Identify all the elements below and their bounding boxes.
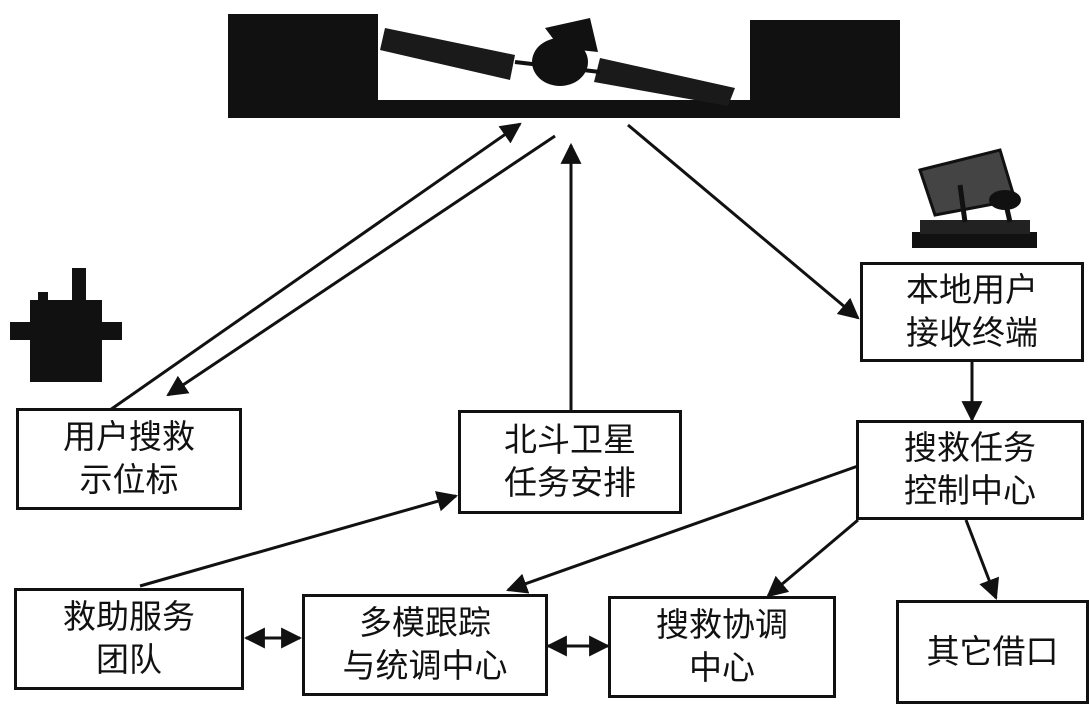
node-beacon: 用户搜救 示位标	[16, 408, 242, 510]
node-label-line1: 本地用户	[906, 270, 1038, 310]
arrow-beacon-to-satellite	[109, 122, 522, 412]
arrow-control-to-other	[964, 519, 1000, 600]
node-label-line2: 中心	[689, 648, 755, 687]
node-local-terminal: 本地用户 接收终端	[860, 262, 1084, 362]
satellite-icon	[228, 14, 900, 118]
arrow-control-to-tracking	[506, 464, 859, 594]
node-label-line1: 搜救协调	[656, 605, 788, 645]
node-label-line1: 救助服务	[63, 597, 195, 637]
arrow-satellite-to-beacon	[166, 134, 556, 397]
node-tracking-center: 多模跟踪 与统调中心	[302, 594, 548, 696]
node-other-interfaces: 其它借口	[896, 600, 1089, 704]
node-label-line2: 与统调中心	[342, 646, 508, 685]
node-label-line1: 其它借口	[926, 631, 1059, 671]
node-label-line2: 接收终端	[906, 313, 1038, 352]
node-label-line1: 用户搜救	[63, 417, 195, 457]
node-label-line2: 控制中心	[904, 471, 1036, 510]
node-label-line1: 搜救任务	[904, 428, 1036, 468]
node-sar-control: 搜救任务 控制中心	[856, 420, 1084, 520]
arrow-team-to-tasking	[139, 491, 459, 588]
node-rescue-team: 救助服务 团队	[14, 588, 244, 690]
node-label-line1: 多模跟踪	[359, 603, 491, 643]
ground-antenna-icon	[912, 148, 1037, 248]
node-label-line2: 示位标	[79, 460, 179, 499]
node-sar-coordination: 搜救协调 中心	[608, 596, 836, 698]
arrow-control-to-coordination	[766, 518, 859, 598]
node-label-line2: 团队	[96, 640, 162, 679]
node-label-line1: 北斗卫星	[504, 420, 636, 460]
beacon-device-icon	[10, 268, 122, 382]
node-label-line2: 任务安排	[504, 463, 636, 502]
arrow-satellite-to-terminal	[627, 123, 860, 320]
node-beidou-tasking: 北斗卫星 任务安排	[458, 410, 682, 514]
